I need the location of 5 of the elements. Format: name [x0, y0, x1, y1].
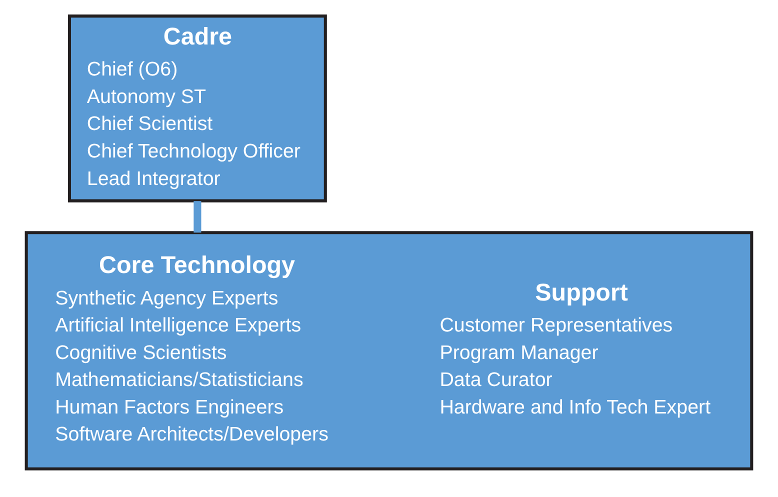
node-text: Core Technology Synthetic Agency Experts Artificial Intelligence Experts Cognitive Scientists Mathematicians/Statisticians Human Factors Engineers Software Architects/Developers — [55, 252, 328, 446]
node-text: Support Customer Representatives Program Manager Data Curator Hardware and Info Tech Expert — [440, 279, 711, 418]
connector — [194, 201, 202, 233]
node-box: Cadre Chief (O6) Autonomy ST Chief Scientist Chief Technology Officer Lead Integrator — [68, 14, 327, 202]
cluster — [24, 231, 754, 470]
